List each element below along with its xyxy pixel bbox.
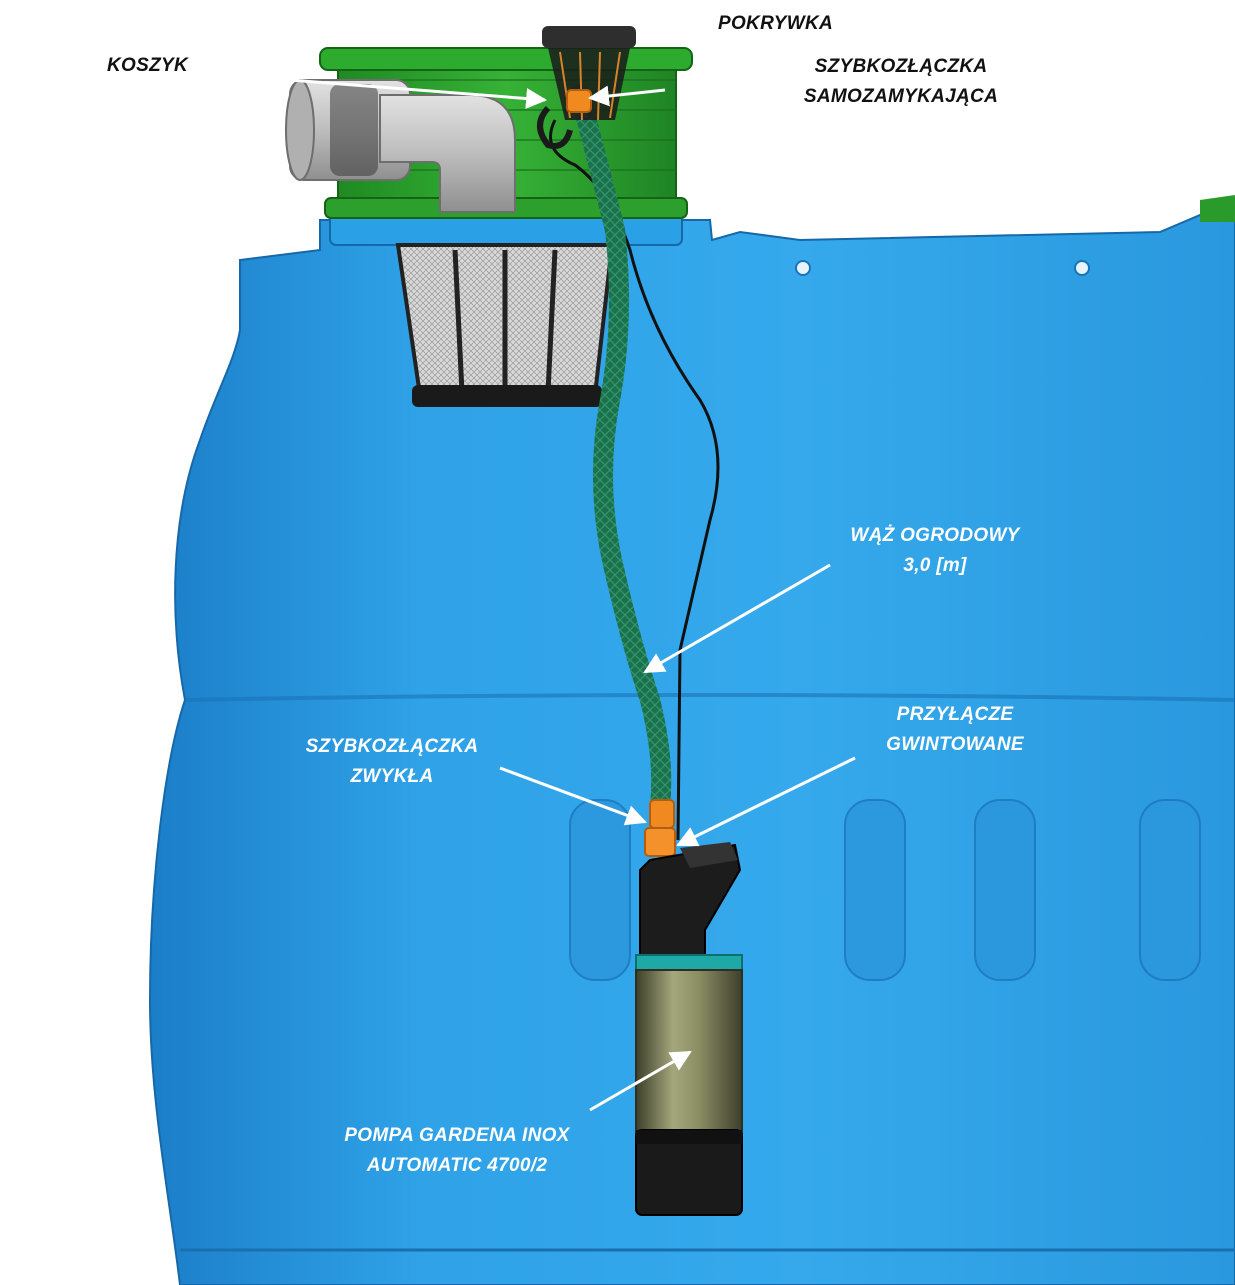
label-line: GWINTOWANE [886,734,1024,755]
label-line: SZYBKOZŁĄCZKA [814,56,988,77]
label-line: 3,0 [m] [903,555,967,576]
arrow-pompa [589,1050,692,1112]
inlet-pipe [285,79,516,213]
label-szybkozlaczka-samozamykajaca: SZYBKOZŁĄCZKA SAMOZAMYKAJĄCA [785,52,1017,112]
label-pompa: POMPA GARDENA INOX AUTOMATIC 4700/2 [312,1121,602,1181]
label-line: ZWYKŁA [350,766,434,787]
label-line: SZYBKOZŁĄCZKA [305,736,479,757]
label-waz-ogrodowy: WĄŻ OGRODOWY 3,0 [m] [815,521,1055,581]
label-przylacze-gwintowane: PRZYŁĄCZE GWINTOWANE [855,700,1055,760]
label-pokrywka: POKRYWKA [718,13,833,34]
label-line: POMPA GARDENA INOX [344,1125,570,1146]
pump-cable [549,119,720,841]
arrow-szybkozlaczka-samozamykajaca [587,85,666,107]
label-line: AUTOMATIC 4700/2 [366,1155,548,1176]
label-koszyk: KOSZYK [107,55,188,76]
label-line: SAMOZAMYKAJĄCA [803,86,999,107]
label-szybkozlaczka-zwykla: SZYBKOZŁĄCZKA ZWYKŁA [286,732,498,792]
label-line: PRZYŁĄCZE [896,704,1014,725]
garden-hose [570,85,672,815]
callout-arrows [289,78,856,1112]
basket-handle-icon [537,105,573,149]
arrow-szybkozlaczka-zwykla [499,766,647,826]
arrow-przylacze-gwintowane [676,756,856,847]
self-closing-connector [566,89,592,113]
arrow-waz-ogrodowy [643,563,831,674]
label-line: WĄŻ OGRODOWY [850,525,1020,546]
tank-body [148,195,1235,1285]
filter-basket [395,243,615,407]
quick-connector-standard [644,799,676,857]
arrow-koszyk [289,78,548,109]
